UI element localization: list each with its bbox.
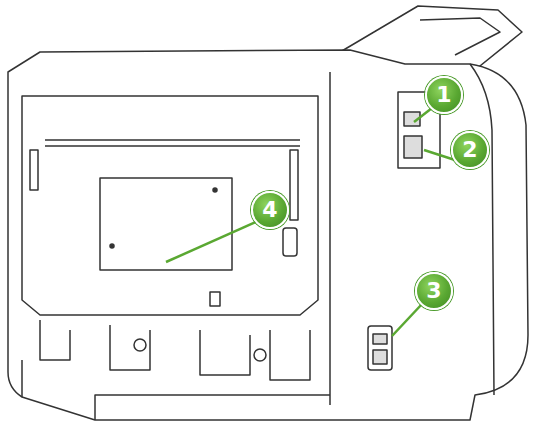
power-switch <box>373 334 387 344</box>
leader-line <box>166 222 256 262</box>
tray-detail <box>420 18 500 55</box>
latch <box>210 292 220 306</box>
leader-line <box>414 108 432 122</box>
callout-number: 3 <box>415 272 453 310</box>
screw <box>213 188 217 192</box>
callout-number: 2 <box>451 131 489 169</box>
printer-body <box>8 50 528 420</box>
callout-number: 1 <box>425 76 463 114</box>
leader-line <box>392 304 422 336</box>
side-latch <box>30 150 38 190</box>
side-latch <box>283 228 297 256</box>
callout-number: 4 <box>251 191 289 229</box>
base-edge <box>22 360 330 420</box>
rear-panel <box>22 96 318 315</box>
access-door <box>100 178 232 270</box>
power-socket <box>368 326 392 370</box>
paper-slot <box>45 140 300 146</box>
network-port <box>404 136 422 158</box>
foot <box>254 349 266 361</box>
base-detail <box>40 320 310 380</box>
power-inlet <box>373 350 387 364</box>
foot <box>134 339 146 351</box>
screw <box>110 244 114 248</box>
side-latch <box>290 150 298 220</box>
body-edge <box>330 64 494 405</box>
